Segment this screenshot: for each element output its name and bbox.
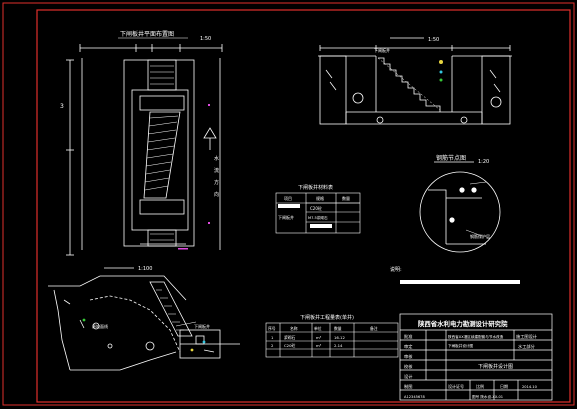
plan-side-label-0: 水 <box>214 155 219 162</box>
mt-r1-c3: 2.14 <box>334 343 343 348</box>
section-label-left: 原地面线 <box>92 323 108 329</box>
tb-bottom-right-value: 2014.10 <box>522 385 538 389</box>
materials-table: 下闸板井工程量表(单井) 序号 名称 单位 数量 备注 1 浆砌石 m³ 16.… <box>265 314 399 358</box>
mt-header-4: 备注 <box>370 326 378 331</box>
tb-role-4: 设计 <box>404 373 412 380</box>
plan-side-label-1: 流 <box>214 167 219 174</box>
mt-r1-c1: C20砼 <box>284 343 295 348</box>
tb-role-3: 校核 <box>404 363 413 370</box>
plan-title: 下闸板井平面布置图 <box>120 30 174 38</box>
tb-bottom-left-value: A12345678 <box>404 395 425 399</box>
plan-side-labels: 水 流 方 向 <box>214 155 219 198</box>
qt-cell-0-1: C20砼 <box>310 205 322 211</box>
tb-drawing-name: 下闸板井设计图 <box>478 363 513 370</box>
notes: 说明: <box>390 266 520 284</box>
qt-header-2: 数量 <box>342 195 350 201</box>
plan-scale: 1:50 <box>200 36 211 42</box>
detail-scale: 1:20 <box>478 159 489 165</box>
tb-stage-1: 水工部分 <box>518 343 536 350</box>
tb-role-2: 审核 <box>404 353 413 360</box>
qt-cell-1-1: M7.5浆砌石 <box>308 215 328 220</box>
title-block: 陕西省水利电力勘测设计研究院 陕西省XX灌区续建配套与节水改造 下闸板井设计图 … <box>399 313 553 401</box>
tb-role-0: 批准 <box>404 333 412 340</box>
mt-r0-c0: 1 <box>271 335 274 340</box>
tb-bottom-2: 日期 <box>500 383 508 389</box>
materials-table-title: 下闸板井工程量表(单井) <box>300 314 354 321</box>
flow-arrow-icon <box>203 127 217 139</box>
section-scale: 1:100 <box>138 266 152 272</box>
tb-bottom-0: 设计证号 <box>448 383 464 389</box>
tb-bottom-1: 比例 <box>476 383 484 389</box>
tb-institute: 陕西省水利电力勘测设计研究院 <box>418 319 508 328</box>
tb-drawing-number: 图号 陕水设-XX-01 <box>472 394 503 399</box>
qt-header-1: 规格 <box>316 195 324 201</box>
detail-title: 钢筋节点图 <box>436 154 466 162</box>
mt-r0-c1: 浆砌石 <box>284 335 296 340</box>
tb-role-5: 制图 <box>404 383 412 390</box>
qt-cell-1-0: 下闸板井 <box>278 214 294 220</box>
qt-header-0: 项目 <box>284 195 292 201</box>
elevation-view: 1:50 下闸板井 <box>318 37 512 125</box>
plan-side-label-3: 向 <box>214 191 219 198</box>
tb-role-1: 审定 <box>404 343 412 350</box>
tb-project-line-1: 下闸板井设计图 <box>448 343 474 348</box>
tb-project-line-0: 陕西省XX灌区续建配套与节水改造 <box>448 334 504 339</box>
tb-stage-0: 施工图设计 <box>516 333 537 340</box>
mt-r1-c0: 2 <box>271 343 274 348</box>
inner-frame <box>36 9 571 403</box>
section-label-right: 下闸板井 <box>194 323 210 329</box>
mt-r1-c2: m³ <box>316 343 322 348</box>
mt-r0-c3: 16.12 <box>334 335 345 340</box>
mt-header-3: 数量 <box>334 326 342 331</box>
plan-view: 下闸板井平面布置图 1:50 3 <box>60 30 223 256</box>
detail-note: 钢筋保护层 <box>470 233 490 239</box>
mt-header-2: 单位 <box>314 326 322 331</box>
plan-dim-left: 3 <box>60 103 64 110</box>
detail-view: 钢筋节点图 1:20 钢筋保护层 <box>419 154 501 253</box>
quantities-table-title: 下闸板井材料表 <box>298 184 333 191</box>
mt-r0-c2: m³ <box>316 335 322 340</box>
mt-header-1: 名称 <box>290 326 298 331</box>
plan-side-label-2: 方 <box>214 179 219 186</box>
quantities-table: 下闸板井材料表 项目 规格 数量 C20砼 下闸板井 M7.5浆砌石 <box>275 184 361 234</box>
notes-heading: 说明: <box>390 266 402 273</box>
elevation-top-note: 下闸板井 <box>374 47 390 53</box>
mt-header-0: 序号 <box>268 326 276 331</box>
elevation-scale: 1:50 <box>428 37 439 43</box>
section-view: 1:100 <box>48 266 240 371</box>
